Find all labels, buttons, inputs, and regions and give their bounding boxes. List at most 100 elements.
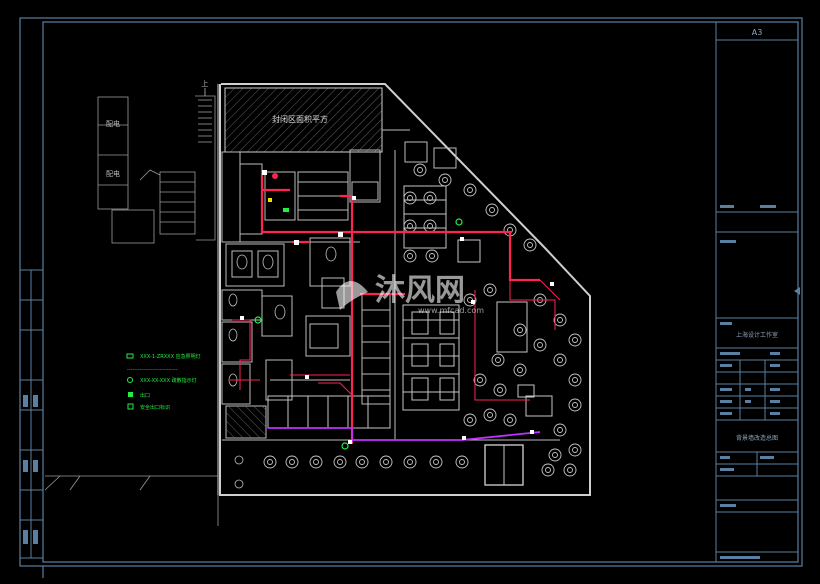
dining-table xyxy=(263,455,277,469)
dining-table xyxy=(485,203,499,217)
dining-table xyxy=(493,383,507,397)
dining-table xyxy=(403,249,417,263)
dining-table xyxy=(568,443,582,457)
dining-table-center xyxy=(429,253,435,259)
dining-table-center xyxy=(417,167,423,173)
dining-table xyxy=(379,455,393,469)
dining-table-center xyxy=(567,467,573,473)
title-block xyxy=(715,21,799,563)
booth-seating xyxy=(267,185,553,486)
dining-table-center xyxy=(407,195,413,201)
legend-text-3: XXX-XX-XXX 疏散指示灯 xyxy=(140,377,197,384)
dining-table xyxy=(403,191,417,205)
legend: XXX-1-ZRXXX 应急照明灯 ----------------------… xyxy=(126,353,201,411)
dining-table-center xyxy=(459,459,465,465)
watermark-logo-icon xyxy=(336,281,368,310)
dining-table xyxy=(403,219,417,233)
dining-table-center xyxy=(572,377,578,383)
revision-strip-marks xyxy=(23,395,38,544)
dining-table-center xyxy=(407,459,413,465)
dining-table-center xyxy=(467,187,473,193)
dining-table-center xyxy=(267,459,273,465)
dining-table xyxy=(463,183,477,197)
dining-table-center xyxy=(407,253,413,259)
dining-table xyxy=(533,338,547,352)
dining-table-center xyxy=(557,317,563,323)
emergency-device-markers xyxy=(240,170,554,450)
dining-table xyxy=(491,353,505,367)
dining-table-center xyxy=(487,287,493,293)
dining-table-center xyxy=(442,177,448,183)
legend-text-5: 安全出口标识 xyxy=(140,404,170,411)
dining-table-center xyxy=(497,387,503,393)
dining-table xyxy=(425,249,439,263)
dining-table-center xyxy=(557,357,563,363)
legend-text-2: ---------------------------- xyxy=(127,367,178,373)
dining-table xyxy=(503,413,517,427)
company-name: 上海设计工作室 xyxy=(736,331,778,339)
side-room-label-1: 配电 xyxy=(106,119,120,128)
dining-table-center xyxy=(572,447,578,453)
legend-symbol-1 xyxy=(126,353,134,359)
dining-table xyxy=(463,413,477,427)
dining-table xyxy=(333,455,347,469)
legend-symbol-4 xyxy=(128,392,133,397)
dining-table xyxy=(355,455,369,469)
dining-table-center xyxy=(545,467,551,473)
dining-table-center xyxy=(572,402,578,408)
building-walls xyxy=(217,83,591,496)
watermark: 沐风网 www.mfcad.com xyxy=(336,273,484,315)
dining-table xyxy=(568,398,582,412)
stair-hatch xyxy=(226,406,266,438)
dining-table xyxy=(438,173,452,187)
dining-table xyxy=(553,423,567,437)
dining-table-center xyxy=(383,459,389,465)
watermark-main: 沐风网 xyxy=(375,273,465,308)
dining-table-center xyxy=(487,412,493,418)
dining-table xyxy=(423,219,437,233)
dining-table xyxy=(423,191,437,205)
dining-table-center xyxy=(527,242,533,248)
dining-table-center xyxy=(313,459,319,465)
dining-table-center xyxy=(289,459,295,465)
watermark-url: www.mfcad.com xyxy=(418,306,484,315)
dining-table xyxy=(455,455,469,469)
dining-table-center xyxy=(433,459,439,465)
dining-table xyxy=(413,163,427,177)
drawing-title: 背景墙改造总图 xyxy=(736,434,778,442)
dining-table xyxy=(309,455,323,469)
legend-text-4: 出口 xyxy=(140,392,150,399)
dining-table xyxy=(403,455,417,469)
dining-table xyxy=(553,313,567,327)
dining-table xyxy=(483,283,497,297)
dining-table-center xyxy=(359,459,365,465)
dining-table xyxy=(548,448,562,462)
dining-table xyxy=(429,455,443,469)
toilet-fixtures xyxy=(228,246,337,489)
dining-table-center xyxy=(427,223,433,229)
enclosed-area-hatch xyxy=(224,87,383,153)
stair-up-label: 上 xyxy=(202,79,209,88)
dining-table xyxy=(523,238,537,252)
dining-table-center xyxy=(557,427,563,433)
dining-table xyxy=(568,333,582,347)
dining-table-center xyxy=(572,337,578,343)
revision-strip xyxy=(19,269,44,559)
sheet-size-label: A3 xyxy=(752,28,763,37)
legend-text-1: XXX-1-ZRXXX 应急照明灯 xyxy=(140,353,201,360)
dining-table-center xyxy=(489,207,495,213)
dining-table xyxy=(541,463,555,477)
side-room-label-2: 配电 xyxy=(106,169,120,178)
dining-table xyxy=(513,323,527,337)
dining-table-center xyxy=(495,357,501,363)
dining-table xyxy=(463,293,477,307)
dining-table-center xyxy=(477,377,483,383)
legend-symbol-5 xyxy=(127,403,134,410)
dining-table-center xyxy=(427,195,433,201)
dining-table-center xyxy=(507,417,513,423)
dining-table xyxy=(285,455,299,469)
dining-table-center xyxy=(517,327,523,333)
dining-table xyxy=(483,408,497,422)
dining-table xyxy=(568,373,582,387)
